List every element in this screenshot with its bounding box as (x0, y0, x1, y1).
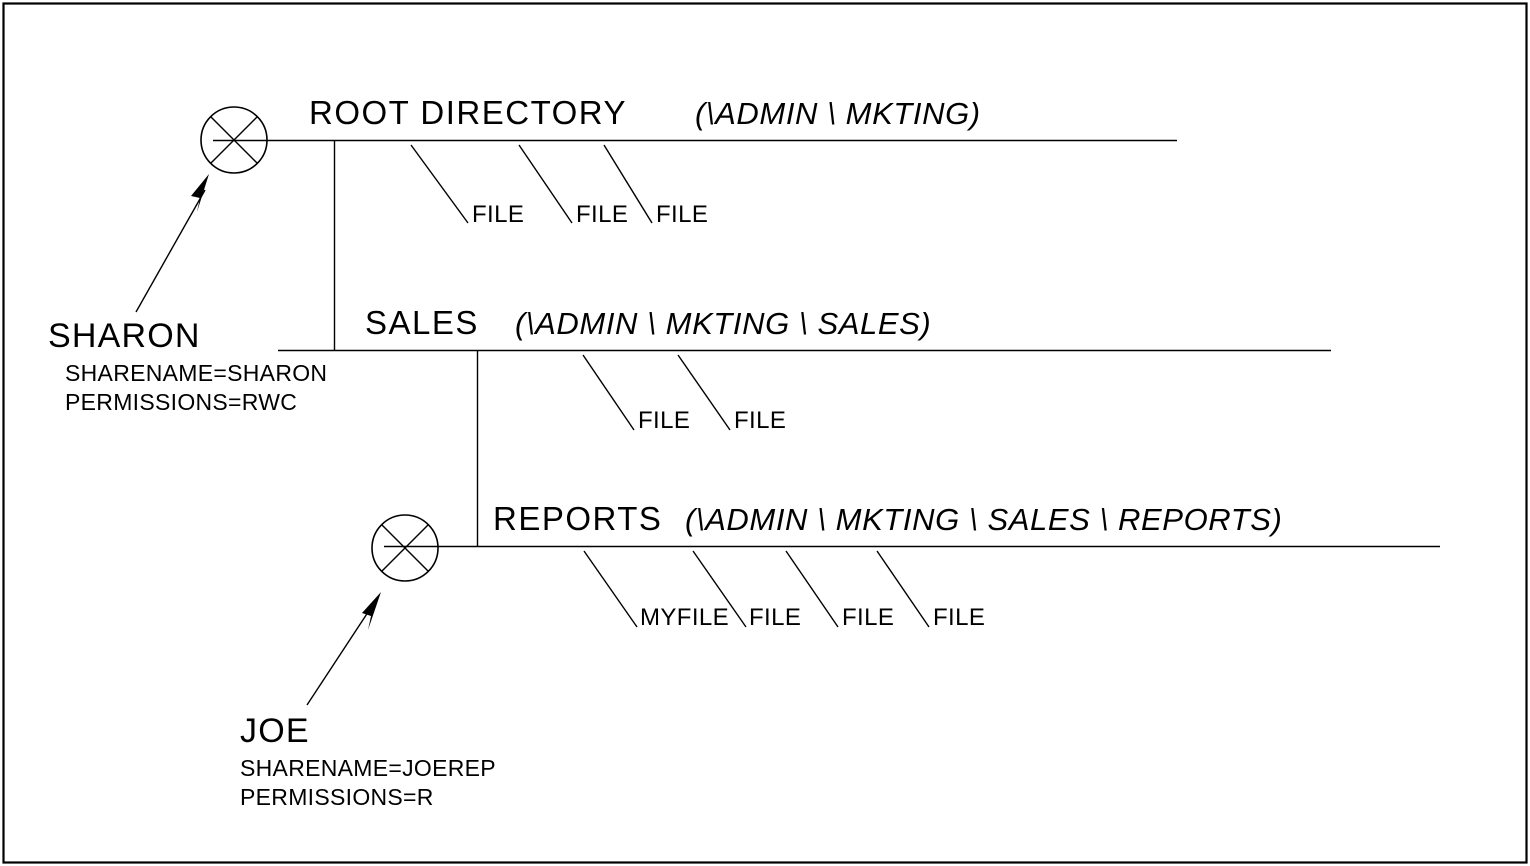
file-label: FILE (842, 604, 894, 631)
joe-sharename: SHARENAME=JOEREP (240, 755, 496, 781)
file-label: FILE (472, 201, 524, 228)
joe-user-label: JOE (240, 712, 310, 750)
share-annotation-joe: JOE SHARENAME=JOEREP PERMISSIONS=R (240, 592, 496, 810)
level-sales: SALES (\ADMIN \ MKTING \ SALES) FILE FIL… (278, 304, 1331, 546)
file-label: FILE (749, 604, 801, 631)
circle-x-icon-joe (371, 514, 439, 582)
share-annotation-sharon: SHARON SHARENAME=SHARON PERMISSIONS=RWC (48, 174, 327, 415)
file-label: FILE (933, 604, 985, 631)
reports-files: MYFILE FILE FILE FILE (583, 550, 985, 631)
reports-directory-label: REPORTS (493, 500, 662, 537)
file-label: FILE (734, 407, 786, 434)
root-directory-path: (\ADMIN \ MKTING) (695, 96, 981, 131)
sales-directory-label: SALES (365, 304, 479, 341)
level-root: ROOT DIRECTORY (\ADMIN \ MKTING) FILE FI… (200, 94, 1177, 350)
joe-permissions: PERMISSIONS=R (240, 784, 434, 810)
root-files: FILE FILE FILE (410, 144, 708, 228)
arrow-head-icon (191, 174, 209, 212)
sharon-sharename: SHARENAME=SHARON (65, 360, 327, 386)
sharon-user-label: SHARON (48, 317, 201, 355)
file-label: FILE (656, 201, 708, 228)
arrow-head-icon (362, 592, 381, 630)
sales-files: FILE FILE (582, 354, 786, 434)
file-label: FILE (576, 201, 628, 228)
sharon-permissions: PERMISSIONS=RWC (65, 389, 297, 415)
sales-directory-path: (\ADMIN \ MKTING \ SALES) (515, 306, 931, 341)
level-reports: REPORTS (\ADMIN \ MKTING \ SALES \ REPOR… (371, 500, 1440, 631)
sharon-leader-line (135, 189, 206, 313)
reports-directory-path: (\ADMIN \ MKTING \ SALES \ REPORTS) (685, 502, 1282, 537)
file-label: FILE (638, 407, 690, 434)
joe-leader-line (306, 599, 377, 706)
root-directory-label: ROOT DIRECTORY (309, 94, 627, 131)
file-label: MYFILE (640, 604, 729, 631)
